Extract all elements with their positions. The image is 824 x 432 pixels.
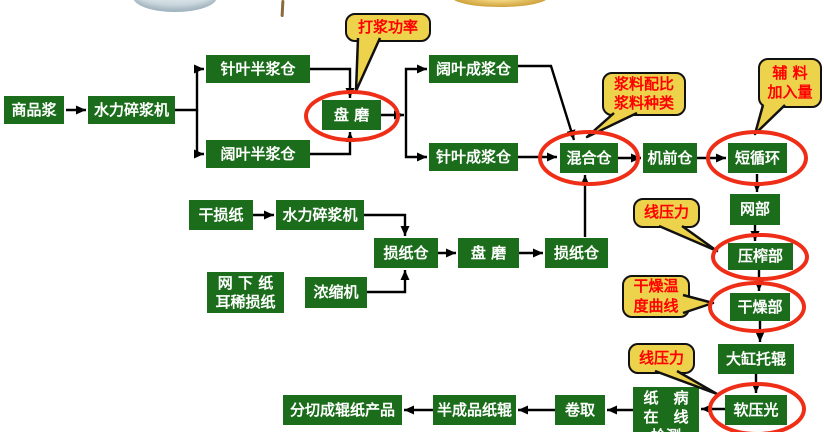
node-mixing-chest: 混合仓 [560, 143, 618, 173]
callout-nip-pressure-press: 线压力 [633, 198, 700, 228]
node-machine-chest: 机前仓 [643, 143, 697, 173]
decorative-image-fragment-gold-oval [452, 0, 548, 7]
decorative-image-fragment-gray-oval [133, 0, 217, 12]
node-cylinder-rolls: 大缸托辊 [718, 344, 794, 374]
decorative-image-fragment-brown-stick [280, 0, 285, 18]
callout-stock-ratio: 浆料配比 浆料种类 [602, 72, 686, 116]
node-broke-chest-2: 损纸仓 [545, 238, 608, 268]
node-dryer-section: 干燥部 [730, 293, 790, 321]
callout-drying-temp-curve: 干燥温 度曲线 [622, 275, 690, 318]
callout-beating-power: 打浆功率 [345, 13, 431, 42]
node-hydrapulper-2: 水力碎浆机 [276, 200, 364, 230]
node-thickener: 浓缩机 [305, 277, 367, 308]
node-softwood-half-chest: 针叶半浆仓 [206, 55, 310, 83]
node-wire-section: 网部 [730, 194, 780, 225]
callout-tails [354, 37, 786, 396]
callout-tail-nip-pressure-press [658, 224, 719, 253]
callout-tail-stock-ratio [585, 111, 638, 139]
node-hydrapulper-1: 水力碎浆机 [88, 96, 175, 124]
node-disc-refiner-1: 盘 磨 [322, 100, 381, 130]
node-dry-broke: 干损纸 [189, 200, 253, 230]
node-disc-refiner-2: 盘 磨 [458, 238, 519, 268]
node-broke-chest-1: 损纸仓 [374, 238, 438, 268]
node-wet-broke: 网 下 纸 耳稀损纸 [207, 272, 284, 313]
callout-nip-pressure-calender: 线压力 [628, 343, 695, 374]
node-short-circulation: 短循环 [728, 143, 787, 173]
node-slit-rolls: 分切成辊纸产品 [283, 395, 402, 425]
node-hardwood-half-chest: 阔叶半浆仓 [206, 140, 310, 168]
node-reeling: 卷取 [555, 395, 605, 425]
callout-tail-beating-power [354, 37, 382, 93]
node-commodity-pulp: 商品浆 [4, 96, 64, 124]
node-semi-finished-rolls: 半成品纸辊 [433, 395, 516, 425]
node-defect-detection: 纸 病 在 线 检测 [633, 387, 699, 432]
callout-tail-additive-amount [753, 104, 786, 136]
callout-additive-amount: 辅 料 加入量 [758, 58, 822, 108]
node-hardwood-stock-chest: 阔叶成浆仓 [429, 55, 518, 83]
node-soft-calender: 软压光 [725, 395, 787, 425]
node-press-section: 压榨部 [728, 243, 793, 270]
node-softwood-stock-chest: 针叶成浆仓 [429, 143, 518, 171]
